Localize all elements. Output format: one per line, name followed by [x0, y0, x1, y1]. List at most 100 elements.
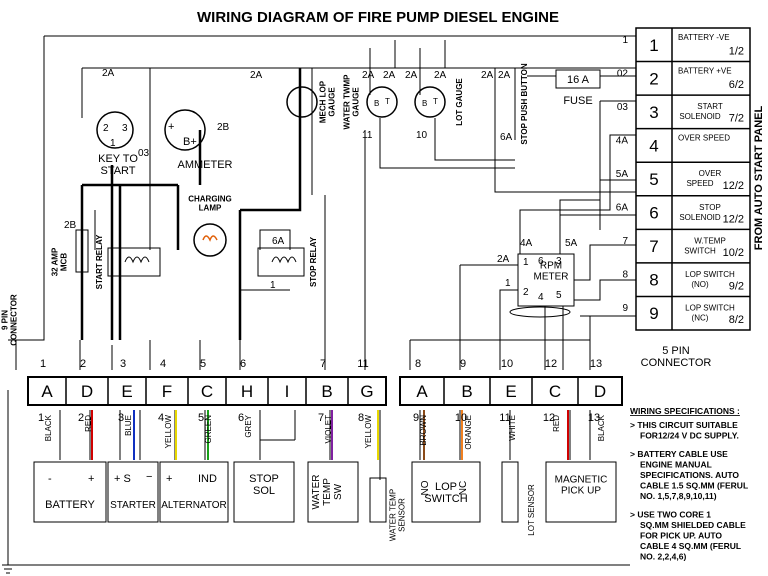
- panel-terminal-code: 1/2: [729, 46, 744, 58]
- svg-text:2: 2: [523, 287, 529, 298]
- c9-pin-I: I: [285, 382, 290, 401]
- water-temp-gauge-label: WATER TWMPGAUGE: [343, 74, 361, 130]
- c5-pin-B: B: [461, 382, 472, 401]
- stop-relay-label: STOP RELAY: [309, 236, 318, 287]
- svg-text:2A: 2A: [434, 70, 447, 81]
- fuse: 16 A FUSE: [555, 69, 601, 107]
- panel-terminal-5: 5: [649, 170, 658, 189]
- c9-top-num: 4: [160, 358, 166, 370]
- panel-wire-tag: 4A: [616, 135, 629, 146]
- svg-text:6: 6: [538, 256, 544, 267]
- c9-top-num: 11: [357, 358, 368, 370]
- c5-bottom-num: 13: [588, 412, 600, 424]
- connector9-label: 9 PINCONNECTOR: [1, 294, 19, 346]
- svg-text:−: −: [146, 471, 152, 483]
- c5-top-num: 8: [415, 358, 421, 370]
- starter: + S− STARTER: [107, 461, 159, 523]
- svg-text:2A: 2A: [102, 68, 115, 79]
- svg-text:1: 1: [523, 257, 529, 268]
- panel-terminal-code: 9/2: [729, 280, 744, 292]
- mcb-label: 32 AMPMCB: [51, 247, 69, 276]
- panel-terminal-code: 10/2: [723, 247, 744, 259]
- svg-text:1: 1: [110, 138, 116, 149]
- svg-text:2: 2: [103, 123, 109, 134]
- c9-wire-color: BLUE: [124, 415, 133, 436]
- fuse-rating: 16 A: [567, 74, 590, 86]
- svg-text:+: +: [168, 121, 174, 133]
- c9-top-num: 1: [40, 358, 46, 370]
- lot-sensor-label: LOT SENSOR: [527, 484, 536, 536]
- alternator: +IND ALTERNATOR: [159, 461, 229, 523]
- water-temp-sw-label: WATERTEMPSW: [311, 475, 344, 510]
- start-relay: START RELAY: [95, 234, 161, 289]
- lot-gauge-label: LOT GAUGE: [455, 78, 464, 126]
- svg-text:2A: 2A: [481, 70, 494, 81]
- svg-text:6A: 6A: [500, 132, 513, 143]
- panel-wire-tag: 02: [617, 68, 629, 79]
- svg-text:NO: NO: [420, 480, 431, 495]
- c9-bottom-num: 2: [78, 412, 84, 424]
- panel-terminal-1: 1: [649, 36, 658, 55]
- c5-wire-color: BLACK: [597, 414, 606, 441]
- svg-text:1: 1: [270, 280, 276, 291]
- svg-text:3: 3: [122, 123, 128, 134]
- c9-top-num: 5: [200, 358, 206, 370]
- svg-text:B+: B+: [183, 136, 197, 148]
- c9-wire-color: RED: [84, 415, 93, 432]
- svg-text:IND: IND: [198, 473, 217, 485]
- c5-top-num: 13: [590, 358, 602, 370]
- svg-text:6A: 6A: [272, 236, 285, 247]
- svg-text:T: T: [385, 97, 390, 106]
- c9-bottom-num: 4: [158, 412, 164, 424]
- svg-text:T: T: [433, 97, 438, 106]
- c9-pin-B: B: [321, 382, 332, 401]
- c5-wire-color: RED: [552, 415, 561, 432]
- diagram-title: WIRING DIAGRAM OF FIRE PUMP DIESEL ENGIN…: [197, 9, 559, 26]
- c5-bottom-num: 11: [499, 412, 510, 424]
- panel-terminal-code: 6/2: [729, 79, 744, 91]
- battery: -+ BATTERY: [33, 461, 107, 523]
- panel-terminal-8: 8: [649, 271, 658, 290]
- svg-text:4: 4: [538, 292, 544, 303]
- svg-text:3: 3: [556, 256, 562, 267]
- svg-text:2B: 2B: [64, 220, 77, 231]
- water-temp-sensor: WATER TEMPSENSOR: [369, 477, 406, 541]
- auto-start-panel: [635, 27, 751, 331]
- panel-terminal-code: 12/2: [723, 180, 744, 192]
- panel-terminal-9: 9: [649, 304, 658, 323]
- c9-bottom-num: 7: [318, 412, 324, 424]
- panel-terminal-desc: BATTERY +VE: [678, 67, 732, 76]
- svg-text:NC: NC: [458, 481, 469, 495]
- alternator-label: ALTERNATOR: [161, 500, 227, 511]
- c9-bottom-num: 3: [118, 412, 124, 424]
- svg-text:2A: 2A: [383, 70, 396, 81]
- c9-bottom-num: 6: [238, 412, 244, 424]
- c9-pin-F: F: [162, 382, 172, 401]
- panel-wire-tag: 8: [622, 270, 628, 281]
- c5-pin-C: C: [549, 382, 561, 401]
- panel-terminal-desc: BATTERY -VE: [678, 33, 730, 42]
- wire-network: [2, 35, 636, 574]
- lot-sensor: LOT SENSOR: [501, 461, 536, 536]
- c9-top-num: 3: [120, 358, 126, 370]
- svg-text:03: 03: [138, 148, 150, 159]
- svg-text:+: +: [88, 473, 94, 485]
- c5-top-num: 9: [460, 358, 466, 370]
- panel-terminal-code: 7/2: [729, 113, 744, 125]
- c5-top-num: 12: [545, 358, 557, 370]
- stop-push-button: 2A 6A STOP PUSH BUTTON: [498, 63, 529, 145]
